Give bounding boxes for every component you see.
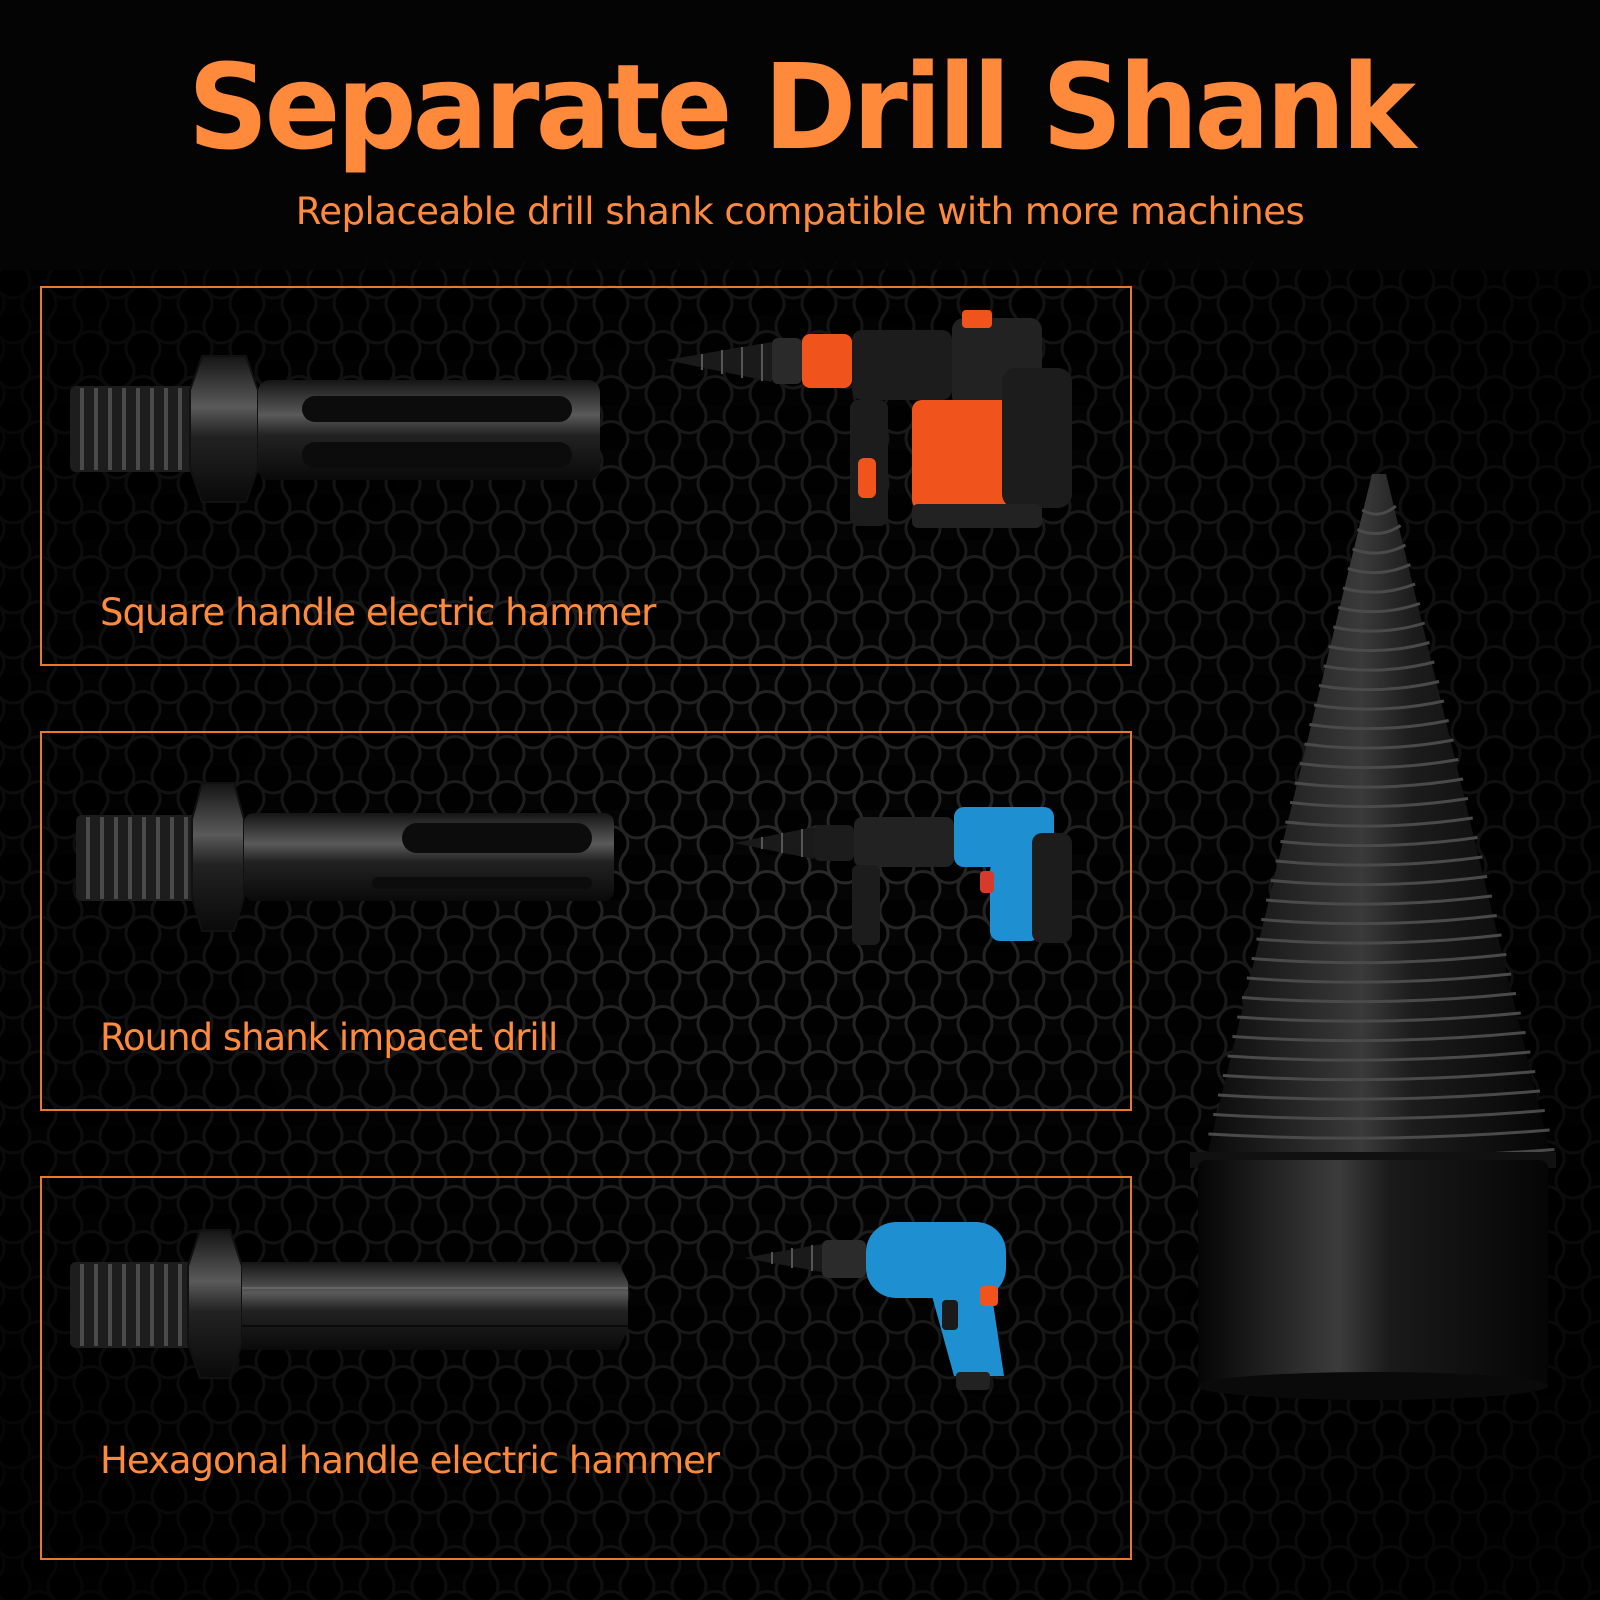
cone-thread — [1352, 543, 1407, 555]
hex-shank-icon — [70, 1229, 628, 1379]
electric-drill-blue-icon — [744, 1222, 1006, 1390]
cone-thread — [1280, 836, 1478, 848]
cone-thread — [1251, 953, 1507, 965]
cone-thread — [1337, 602, 1421, 614]
cone-thread — [1289, 797, 1469, 809]
cone-thread — [1237, 1011, 1521, 1023]
cone-thread — [1275, 855, 1483, 867]
cone-thread — [1232, 1031, 1526, 1043]
square-shank-icon — [70, 355, 600, 503]
panel-hexagonal-handle: Hexagonal handle electric hammer — [40, 1176, 1132, 1560]
cone-thread — [1323, 660, 1435, 672]
panel-label-hexagonal-handle: Hexagonal handle electric hammer — [100, 1439, 720, 1482]
cone-thread — [1347, 563, 1411, 575]
cone-thread — [1309, 719, 1449, 731]
page-subtitle: Replaceable drill shank compatible with … — [295, 190, 1305, 233]
cone-thread — [1261, 914, 1497, 926]
cone-thread — [1356, 524, 1402, 536]
panel-label-round-shank: Round shank impacet drill — [100, 1016, 558, 1059]
cone-thread — [1342, 582, 1416, 594]
screw-cone-splitter-icon — [1190, 474, 1556, 1400]
cone-thread — [1246, 972, 1512, 984]
round-shank-icon — [76, 782, 614, 932]
cone-thread — [1332, 621, 1426, 633]
cone-thread — [1270, 875, 1488, 887]
panel-square-handle: Square handle electric hammer — [40, 286, 1132, 666]
cone-thread — [1241, 992, 1517, 1004]
page-title: Separate Drill Shank — [187, 39, 1416, 177]
cone-thread — [1227, 1050, 1531, 1062]
panel-label-square-handle: Square handle electric hammer — [100, 591, 656, 634]
cone-thread — [1294, 777, 1464, 789]
cone-thread — [1318, 680, 1440, 692]
rotary-hammer-blue-icon — [734, 807, 1072, 945]
cone-thread — [1299, 758, 1459, 770]
cone-thread — [1256, 933, 1502, 945]
cone-thread — [1208, 1128, 1550, 1140]
cone-thread — [1304, 738, 1454, 750]
cone-thread — [1265, 894, 1493, 906]
rotary-hammer-orange-icon — [666, 310, 1072, 528]
cone-thread — [1361, 504, 1397, 516]
cone-thread — [1285, 816, 1473, 828]
cone-thread — [1217, 1089, 1541, 1101]
cone-thread — [1328, 641, 1430, 653]
cone-thread — [1222, 1070, 1536, 1082]
panel-round-shank: Round shank impacet drill — [40, 731, 1132, 1111]
cone-thread — [1313, 699, 1445, 711]
cone-thread — [1213, 1109, 1545, 1121]
